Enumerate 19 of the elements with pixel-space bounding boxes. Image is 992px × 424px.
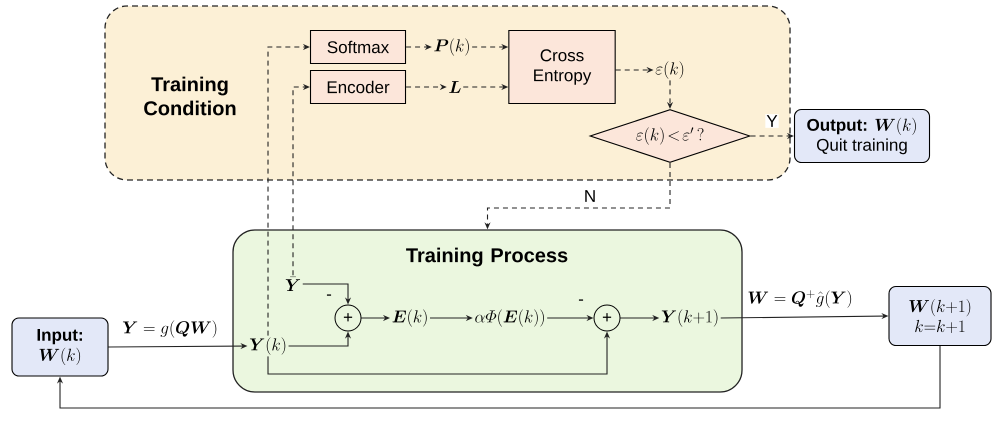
process-box: Softmax (310, 30, 406, 64)
edge-label: Y (765, 114, 779, 128)
output-box: Output: $\bm{W}(k)$ Quit training (794, 108, 930, 164)
signal-label: $\bm{Y}(k)$ (250, 337, 286, 355)
update-box: $\bm{W}(k{+}1)$ $k{=}k{+}1$ (888, 286, 992, 346)
signal-label: $\bm{Y}(k{+}1)$ (662, 309, 718, 327)
signal-label: $\bm{P}(k)$ (434, 38, 469, 56)
arrow (56, 346, 941, 409)
signal-label: $\bar{\bm{Y}}$ (286, 276, 300, 292)
edge-label: $\bm{W}=\bm{Q}^{+}\hat{g}(\bm{Y})$ (746, 289, 854, 309)
edge-label: N (582, 189, 598, 203)
edge-label: $\bm{Y}=g(\bm{Q}\bm{W})$ (121, 319, 219, 339)
signal-label: $\bm{L}$ (449, 81, 461, 93)
process-box: Cross Entropy (508, 30, 616, 104)
signal-label: $\bm{E}(k)$ (392, 309, 427, 327)
process-box: Encoder (310, 70, 406, 104)
input-box: Input: $\bm{W}(k)$ (11, 317, 109, 377)
signal-label: $\alpha\varPhi(\bm{E}(k))$ (475, 309, 544, 327)
signal-label: $\varepsilon(k)$ (656, 61, 684, 79)
